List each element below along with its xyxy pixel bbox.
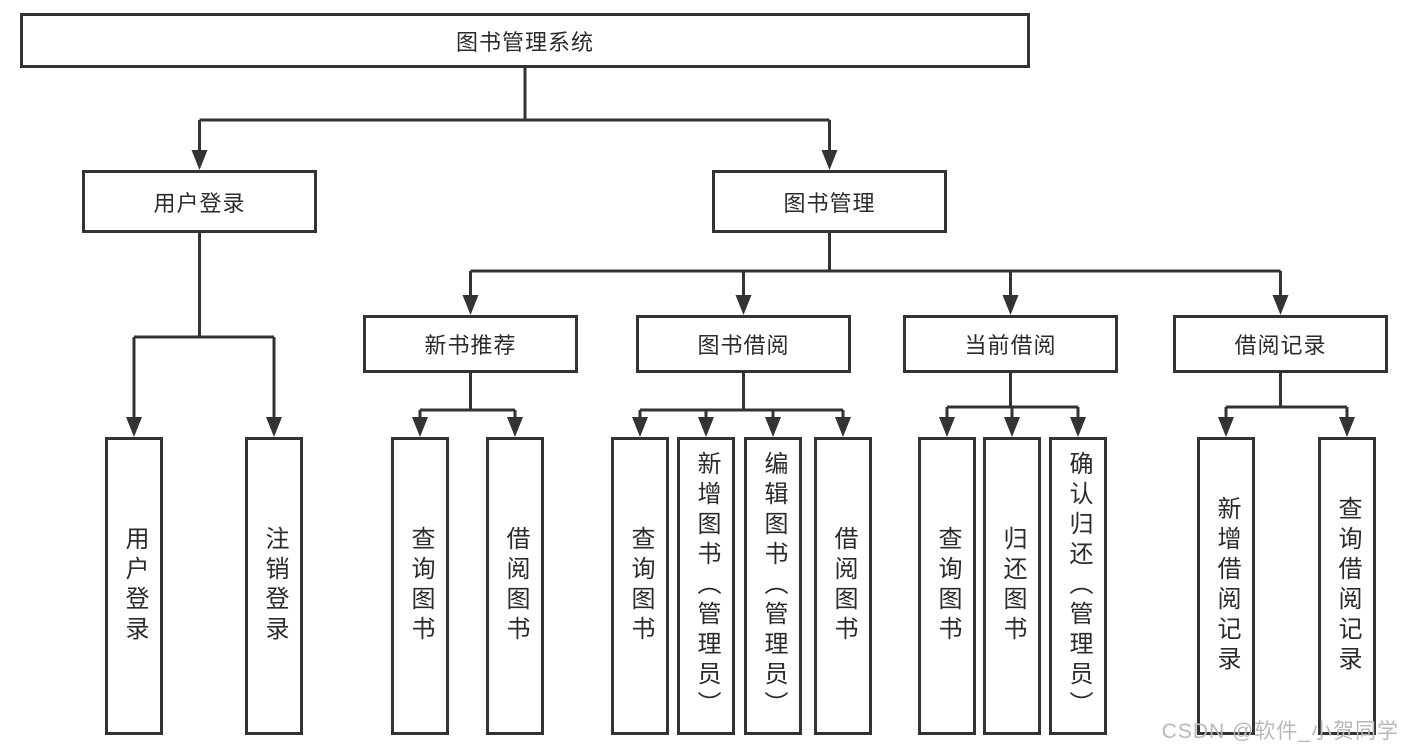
node-label: 借阅图书 — [502, 526, 529, 646]
node-library-management-system: 图书管理系统 — [20, 13, 1030, 68]
leaf-query-borrow-record: 查询借阅记录 — [1318, 437, 1376, 735]
leaf-return-books: 归还图书 — [983, 437, 1041, 735]
node-label: 查询借阅记录 — [1334, 496, 1361, 676]
node-label: 查询图书 — [407, 526, 434, 646]
node-label: 借阅图书 — [830, 526, 857, 646]
leaf-add-borrow-record: 新增借阅记录 — [1197, 437, 1255, 735]
node-label: 新增借阅记录 — [1213, 496, 1240, 676]
node-book-management: 图书管理 — [712, 170, 947, 233]
node-label: 查询图书 — [934, 526, 961, 646]
node-user-login-branch: 用户登录 — [82, 170, 317, 233]
node-label: 确认归还（管理员） — [1065, 451, 1092, 721]
leaf-borrow-books: 借阅图书 — [814, 437, 872, 735]
leaf-query-books-borrow: 查询图书 — [611, 437, 669, 735]
node-borrow-records: 借阅记录 — [1173, 315, 1388, 373]
node-new-book-recommend: 新书推荐 — [363, 315, 578, 373]
node-book-borrow: 图书借阅 — [636, 315, 851, 373]
leaf-query-books-recommend: 查询图书 — [391, 437, 449, 735]
leaf-query-books-current: 查询图书 — [918, 437, 976, 735]
node-label: 归还图书 — [999, 526, 1026, 646]
leaf-edit-books-admin: 编辑图书（管理员） — [744, 437, 802, 735]
node-current-borrow: 当前借阅 — [903, 315, 1118, 373]
node-label: 查询图书 — [627, 526, 654, 646]
leaf-user-login: 用户登录 — [105, 437, 163, 735]
node-label: 当前借阅 — [964, 333, 1057, 358]
node-label: 用户登录 — [121, 526, 148, 646]
leaf-add-books-admin: 新增图书（管理员） — [677, 437, 735, 735]
node-label: 编辑图书（管理员） — [760, 451, 787, 721]
node-label: 图书管理 — [783, 190, 876, 216]
node-label: 图书管理系统 — [455, 29, 594, 55]
csdn-watermark: CSDN @软件_小贺同学 — [1161, 720, 1399, 743]
node-label: 用户登录 — [153, 190, 246, 216]
node-label: 新增图书（管理员） — [693, 451, 720, 721]
leaf-logout: 注销登录 — [245, 437, 303, 735]
node-label: 借阅记录 — [1234, 333, 1327, 358]
leaf-borrow-books-recommend: 借阅图书 — [486, 437, 544, 735]
leaf-confirm-return-admin: 确认归还（管理员） — [1049, 437, 1107, 735]
node-label: 图书借阅 — [697, 333, 790, 358]
node-label: 注销登录 — [261, 526, 288, 646]
node-label: 新书推荐 — [424, 333, 517, 358]
arrowheads — [126, 150, 1355, 437]
